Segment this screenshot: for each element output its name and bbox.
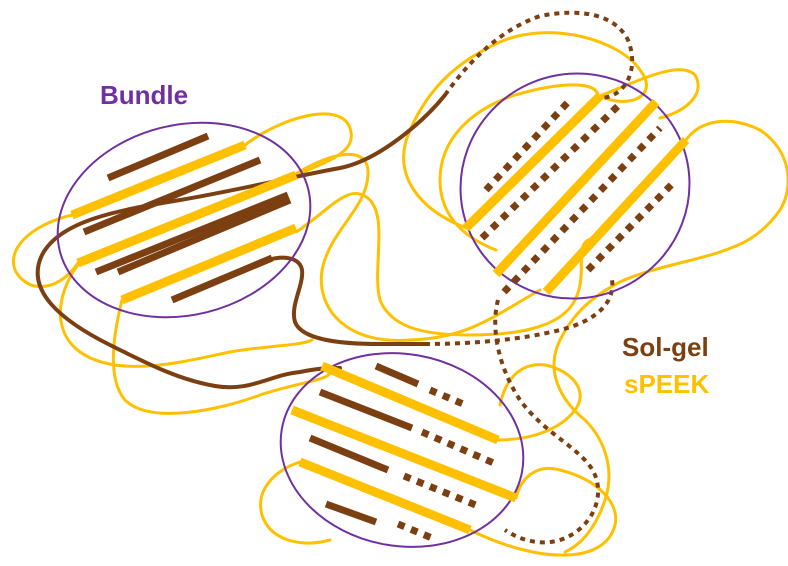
speek-rod	[298, 457, 472, 535]
solgel-rod-dotted	[428, 386, 470, 410]
bundle-rods-top-right	[462, 92, 690, 296]
solgel-network	[35, 93, 447, 390]
solgel-rod	[324, 500, 378, 526]
bundle-rods-bottom	[290, 361, 518, 542]
speek-rod	[320, 361, 500, 445]
speek-chain-top-right	[558, 119, 788, 342]
solgel-label: Sol-gel	[622, 332, 709, 362]
solgel-rod-dotted	[396, 520, 434, 542]
speek-chain-right-loop	[552, 338, 611, 554]
speek-rod	[492, 98, 660, 278]
solgel-dotted-top	[443, 10, 635, 101]
speek-chain-bottom-edge	[468, 467, 618, 557]
solgel-chain-mid	[266, 255, 427, 347]
bundle-label: Bundle	[100, 80, 189, 110]
speek-chain-left-lower	[111, 298, 332, 415]
solgel-chain-long	[35, 93, 447, 390]
solgel-dotted-down	[493, 299, 601, 545]
bundle-rods-left	[70, 132, 298, 305]
bundle-ellipse-left	[56, 121, 312, 319]
solgel-dotted-right	[424, 279, 615, 346]
speek-rod	[462, 92, 604, 232]
speek-rod	[290, 405, 518, 503]
speek-rod	[542, 136, 690, 296]
solgel-rod-dotted	[483, 97, 573, 193]
solgel-rod-dotted	[501, 125, 663, 295]
solgel-rod	[82, 156, 262, 236]
speek-chain-top-inner	[438, 83, 600, 252]
speek-chain-bottom-right	[496, 363, 582, 442]
solgel-rod	[308, 434, 390, 474]
solgel-rod	[318, 388, 414, 432]
solgel-rod	[170, 254, 274, 304]
speek-chain-left-outer	[11, 112, 353, 289]
solgel-rod	[374, 362, 420, 388]
solgel-rod	[94, 191, 290, 276]
speek-rod	[70, 140, 247, 220]
solgel-rod	[116, 196, 292, 276]
speek-chain-top-outer	[598, 68, 700, 120]
solgel-rod-dotted	[585, 177, 679, 273]
bundle-ellipse-top-right	[459, 72, 691, 300]
solgel-rod-dotted	[479, 101, 623, 241]
solgel-dotted-network	[424, 10, 635, 545]
speek-chain-bottom-left	[259, 460, 332, 545]
bundle-outlines	[56, 72, 691, 548]
speek-chain-center-link	[292, 152, 542, 342]
speek-rod	[120, 223, 298, 305]
speek-rod	[76, 170, 298, 268]
bundle-ellipse-bottom	[279, 352, 525, 548]
speek-label: sPEEK	[624, 369, 710, 399]
speek-chain-top-arc	[402, 31, 648, 230]
solgel-rod	[106, 132, 210, 182]
